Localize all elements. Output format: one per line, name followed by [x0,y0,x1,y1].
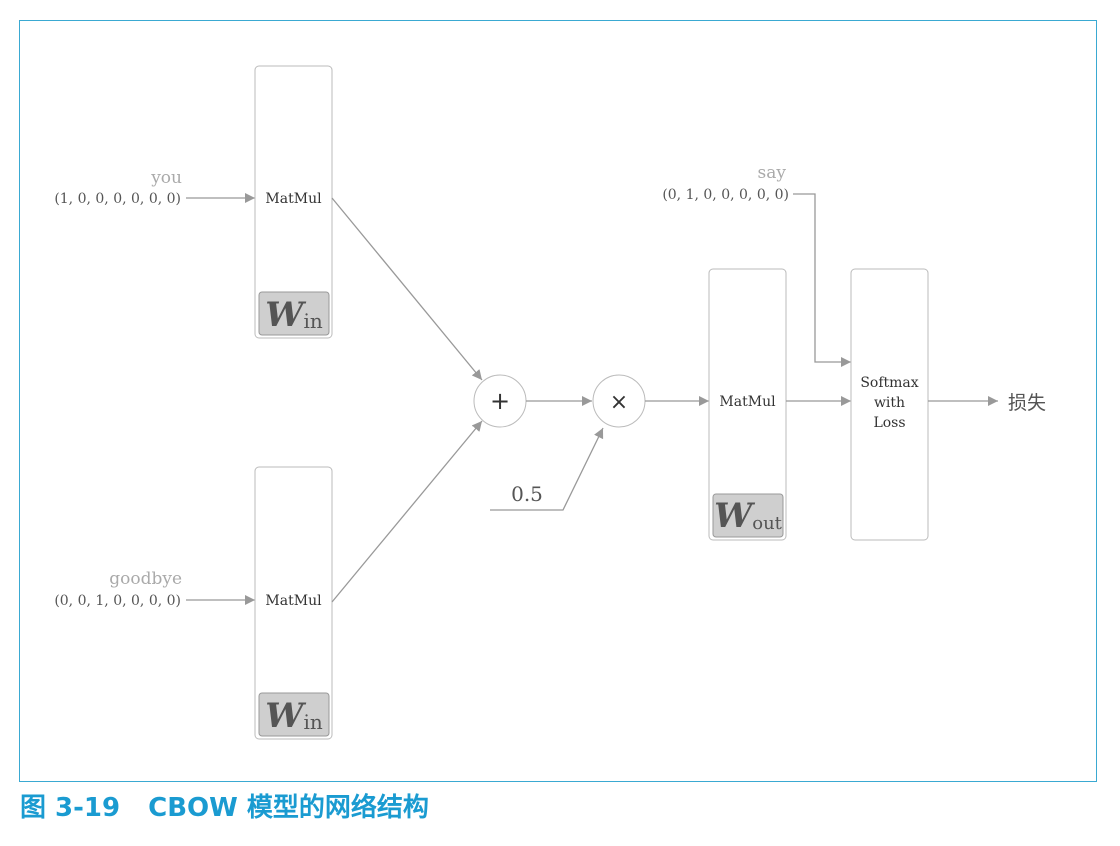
matmul-bottom-label: MatMul [265,593,322,609]
arrow-say-to-softmax [793,193,851,367]
loss-label: 损失 [1008,392,1046,414]
caption-number: 图 3-19 [20,793,121,823]
arrow-matmul-bottom-to-add [331,420,483,603]
constant-value: 0.5 [511,482,543,506]
input-vector-you: (1, 0, 0, 0, 0, 0, 0) [54,191,181,207]
figure-frame [19,20,1097,782]
weight-out-box [712,493,784,538]
matmul-out-box [708,268,787,541]
input-vector-goodbye: (0, 0, 1, 0, 0, 0, 0) [54,593,181,609]
matmul-bottom-box [254,466,333,740]
softmax-label-line3: Loss [873,415,905,431]
matmul-top-box [254,65,333,339]
target-word-say: say [758,163,787,183]
weight-in-bottom-label: Win [265,696,323,736]
weight-in-top-label: Win [265,295,323,335]
multiply-symbol: × [610,390,628,415]
figure-caption: 图 3-19 CBOW 模型的网络结构 [20,788,429,828]
softmax-label-line2: with [874,395,905,411]
weight-in-top-box [258,291,330,336]
softmax-label-line1: Softmax [860,375,918,391]
add-symbol: + [490,387,510,415]
arrow-matmul-top-to-add [331,197,483,381]
caption-title: CBOW 模型的网络结构 [148,793,429,823]
matmul-out-label: MatMul [719,394,776,410]
softmax-loss-box [850,268,929,541]
target-vector-say: (0, 1, 0, 0, 0, 0, 0) [662,187,789,203]
input-word-you: you [150,168,182,188]
weight-out-label: Wout [714,496,783,536]
matmul-top-label: MatMul [265,191,322,207]
input-word-goodbye: goodbye [109,569,182,589]
weight-in-bottom-box [258,692,330,737]
arrow-constant-to-multiply [490,427,604,511]
